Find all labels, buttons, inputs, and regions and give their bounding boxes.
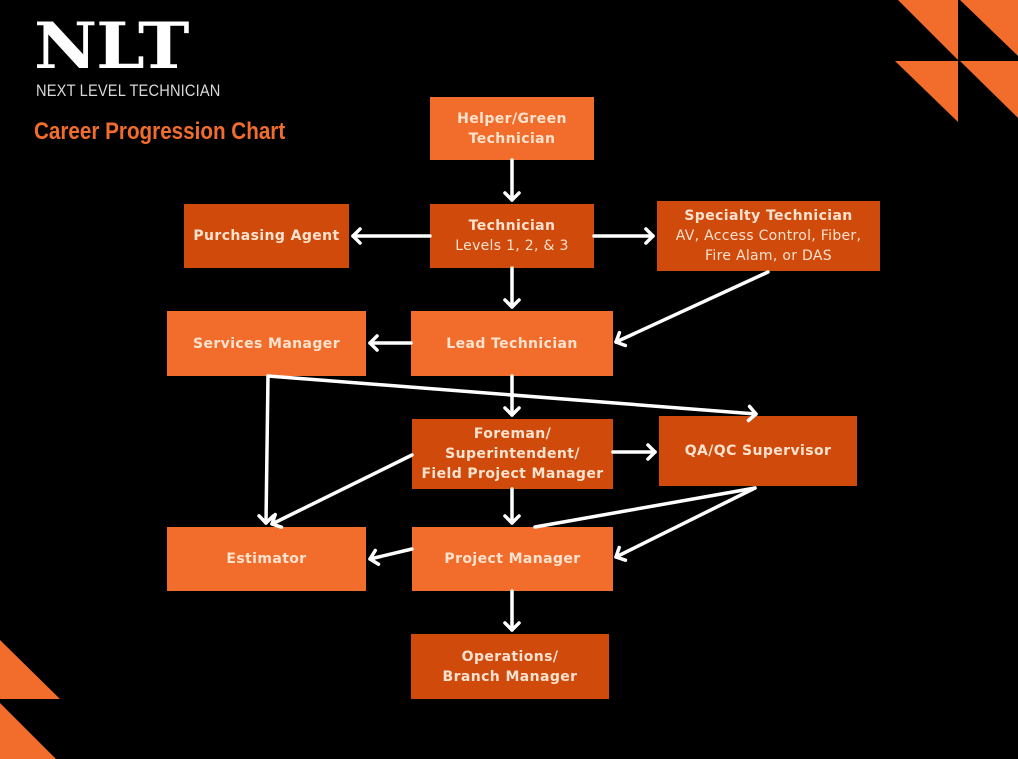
node-title: Services Manager xyxy=(192,335,341,352)
edge-technician-to-lead xyxy=(503,266,521,309)
node-title: Specialty Technician xyxy=(684,208,853,224)
node-foreman: Foreman/ Superintendent/ Field Project M… xyxy=(412,419,613,489)
node-label-line: Foreman/ xyxy=(473,426,552,442)
arrowhead-icon xyxy=(270,512,284,529)
node-specialty-technician: Specialty Technician AV, Access Control,… xyxy=(657,201,880,271)
edge-pm-to-ops xyxy=(503,589,521,632)
edge-foreman-to-estimator xyxy=(270,453,414,529)
arrowhead-icon xyxy=(503,621,521,632)
node-title: Lead Technician xyxy=(446,335,578,352)
edge-lead-to-services xyxy=(368,334,413,352)
node-label-line: Technician xyxy=(468,130,556,147)
edge-foreman-to-qaqc xyxy=(611,443,657,461)
connector-line xyxy=(270,453,414,526)
node-title: Project Manager xyxy=(444,551,581,567)
edge-pm-to-estimator xyxy=(368,547,414,566)
arrowhead-icon xyxy=(257,514,275,525)
arrowhead-icon xyxy=(368,334,379,352)
node-estimator: Estimator xyxy=(167,527,366,591)
connector-line xyxy=(264,374,270,525)
node-title: Technician xyxy=(468,218,556,234)
node-project-manager: Project Manager xyxy=(412,527,613,591)
node-technician: Technician Levels 1, 2, & 3 xyxy=(430,204,594,268)
node-title: Purchasing Agent xyxy=(193,228,340,244)
triangle-top-4 xyxy=(960,61,1018,118)
node-services-manager: Services Manager xyxy=(167,311,366,376)
arrowhead-icon xyxy=(503,514,521,525)
edge-services-to-qaqc xyxy=(266,374,758,423)
node-subtitle: AV, Access Control, Fiber, xyxy=(675,228,862,244)
node-lead-technician: Lead Technician xyxy=(411,311,613,376)
arrowhead-icon xyxy=(614,330,628,348)
connector-line xyxy=(533,486,757,529)
edge-specialty-to-lead xyxy=(614,270,770,348)
logo-nlt: NLT xyxy=(34,9,189,84)
edge-qaqc-to-pm xyxy=(614,486,757,562)
triangle-top-3 xyxy=(895,61,958,122)
node-subtitle: Fire Alam, or DAS xyxy=(705,248,832,264)
node-helper-technician: Helper/Green Technician xyxy=(430,97,594,160)
connector-line xyxy=(368,547,414,561)
node-label-line: Helper/Green xyxy=(457,110,567,127)
edge-technician-to-purchasing xyxy=(351,227,432,245)
edge-services-to-estimator xyxy=(257,374,275,525)
connector-line xyxy=(614,486,757,559)
arrowhead-icon xyxy=(646,443,657,461)
node-label-line: Field Project Manager xyxy=(421,466,604,482)
arrowhead-icon xyxy=(746,404,758,423)
arrowhead-icon xyxy=(503,191,521,202)
node-title: QA/QC Supervisor xyxy=(684,443,832,459)
edge-foreman-to-pm xyxy=(503,487,521,525)
arrowhead-icon xyxy=(368,548,381,566)
triangle-bottom-2 xyxy=(0,703,56,759)
connector-line xyxy=(266,374,758,416)
arrowhead-icon xyxy=(614,545,628,562)
node-operations-branch-manager: Operations/ Branch Manager xyxy=(411,634,609,699)
edge-technician-to-specialty xyxy=(592,227,655,245)
chart-title: Career Progression Chart xyxy=(34,118,286,145)
edge-qaqc-to-pm xyxy=(533,486,757,529)
node-label-line: Operations/ xyxy=(461,648,559,665)
node-label-line: Superintendent/ xyxy=(445,446,580,462)
arrowhead-icon xyxy=(503,406,521,417)
node-title: Estimator xyxy=(226,551,307,567)
arrowhead-icon xyxy=(503,298,521,309)
node-subtitle: Levels 1, 2, & 3 xyxy=(455,238,569,254)
edge-helper-to-technician xyxy=(503,158,521,202)
logo-subtitle: NEXT LEVEL TECHNICIAN xyxy=(36,81,221,100)
arrowhead-icon xyxy=(351,227,362,245)
triangle-top-1 xyxy=(898,0,958,60)
connector-line xyxy=(614,270,770,344)
triangle-top-2 xyxy=(960,0,1018,56)
node-purchasing-agent: Purchasing Agent xyxy=(184,204,349,268)
node-qaqc-supervisor: QA/QC Supervisor xyxy=(659,416,857,486)
triangle-bottom-1 xyxy=(0,640,60,699)
node-label-line: Branch Manager xyxy=(442,668,578,685)
arrowhead-icon xyxy=(644,227,655,245)
